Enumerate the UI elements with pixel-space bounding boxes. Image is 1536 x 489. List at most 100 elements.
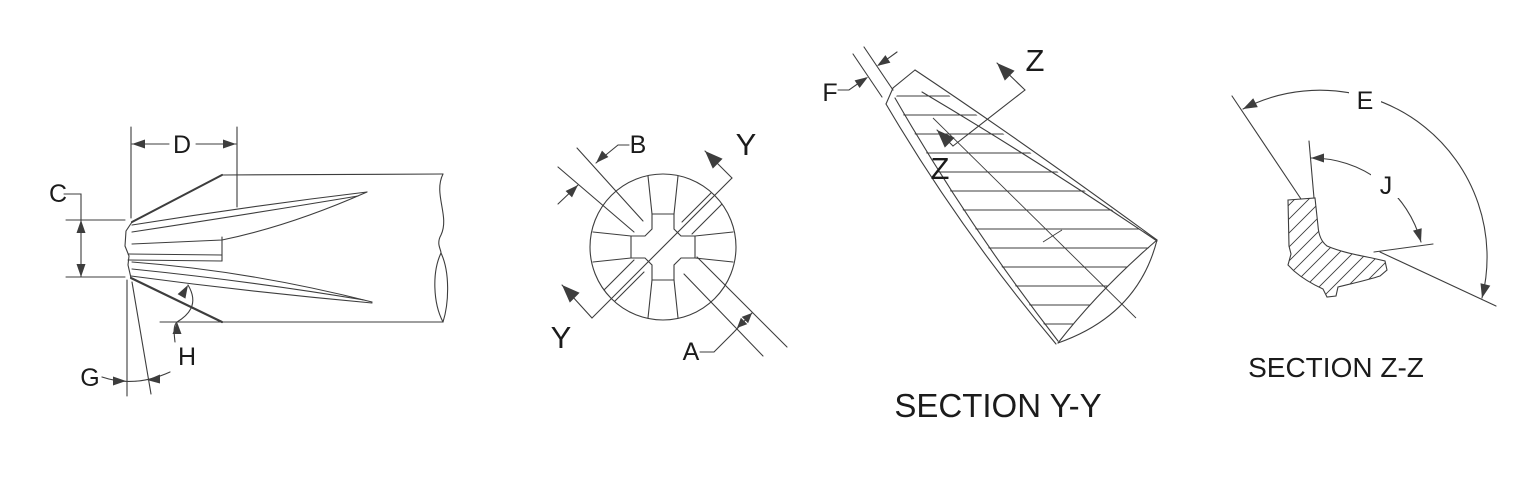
c-leader bbox=[63, 193, 82, 221]
dimension-j: J bbox=[1308, 140, 1434, 253]
h-arrowhead-upper bbox=[177, 285, 188, 299]
c-arrowhead-top bbox=[76, 220, 86, 233]
tip-face bbox=[124, 221, 133, 279]
dimension-a: A bbox=[683, 312, 753, 366]
dimension-e: E bbox=[1231, 86, 1497, 307]
top-wing-inner-line bbox=[131, 195, 359, 233]
slot-walls bbox=[592, 175, 734, 319]
section-yy-title: SECTION Y-Y bbox=[894, 387, 1101, 424]
y-arrowhead-top bbox=[705, 151, 723, 169]
section-zz-view: E J SECTION Z-Z bbox=[1231, 86, 1497, 383]
yy-outline bbox=[885, 69, 1158, 345]
f-arrowhead-sw bbox=[854, 77, 868, 88]
yy-tip-face bbox=[885, 69, 916, 105]
end-view-circle bbox=[589, 173, 737, 321]
dimension-g: G bbox=[80, 279, 171, 397]
bottom-wing-upper-edge bbox=[131, 261, 373, 303]
e-arrowhead-upper bbox=[1243, 98, 1258, 109]
j-arrowhead-lower bbox=[1413, 228, 1422, 242]
dim-label-f: F bbox=[822, 79, 837, 107]
z-arrowhead-top bbox=[997, 63, 1015, 81]
g-arrowhead-left bbox=[113, 376, 126, 386]
side-view: D C H G bbox=[49, 126, 449, 397]
f-arrowhead-ne bbox=[877, 55, 891, 66]
a-leader bbox=[699, 332, 734, 353]
end-view: Y Y B A bbox=[551, 127, 788, 366]
f-arrow-tail-ne bbox=[878, 51, 898, 66]
section-line-y-y: Y Y bbox=[551, 127, 757, 355]
e-angle-arc bbox=[1242, 89, 1488, 299]
bottom-chamfer-edge bbox=[129, 276, 224, 324]
section-marker-z-top: Z bbox=[1026, 43, 1045, 78]
top-chamfer-edge bbox=[130, 173, 224, 224]
center-web-line-1 bbox=[127, 253, 223, 256]
yy-edge-band-inner bbox=[894, 97, 1059, 342]
section-marker-y-bottom: Y bbox=[551, 320, 572, 355]
j-reference-line-lower bbox=[1373, 243, 1434, 253]
yy-center-tick bbox=[1042, 229, 1063, 243]
bottom-wing-lower-edge bbox=[130, 275, 373, 304]
g-reference-taper-line bbox=[131, 281, 152, 395]
yy-end-inner-arc bbox=[1057, 239, 1158, 344]
top-wing-upper-edge bbox=[131, 191, 368, 226]
z-arrowhead-bottom bbox=[937, 130, 955, 148]
a-arrowhead-ne bbox=[741, 313, 752, 324]
shaft-top-line bbox=[221, 173, 444, 176]
section-marker-y-top: Y bbox=[736, 127, 757, 162]
e-reference-line-lower bbox=[1379, 251, 1497, 307]
section-yy-view: Z Z F SECTION Y-Y bbox=[822, 43, 1158, 424]
yy-end-outer-arc bbox=[1057, 239, 1158, 344]
wing-lines-ne bbox=[681, 192, 723, 235]
dim-label-h: H bbox=[178, 343, 196, 371]
f-extension-line-sw bbox=[852, 53, 883, 98]
shaft-break-lens-right bbox=[440, 252, 449, 323]
y-arrowhead-bottom bbox=[562, 285, 580, 303]
g-angle-arc bbox=[101, 371, 171, 382]
dimension-b: B bbox=[557, 131, 647, 205]
b-arrow-tail bbox=[557, 184, 579, 205]
section-marker-z-bottom: Z bbox=[931, 151, 950, 186]
dimension-d: D bbox=[130, 126, 238, 219]
d-arrowhead-right bbox=[223, 139, 236, 149]
j-reference-line-vertical bbox=[1308, 140, 1315, 199]
f-leader bbox=[837, 77, 867, 91]
center-web-line-2 bbox=[127, 259, 223, 262]
dim-label-c: C bbox=[49, 180, 67, 208]
j-label-mask bbox=[1371, 170, 1401, 198]
wing-lines-se-extended bbox=[683, 256, 788, 357]
wing-lines-nw-extended bbox=[557, 147, 644, 233]
e-arrowhead-lower bbox=[1480, 283, 1491, 298]
side-view-outline bbox=[124, 173, 449, 324]
dim-label-d: D bbox=[173, 131, 191, 159]
yy-ridge-edge bbox=[914, 69, 1158, 241]
section-zz-title: SECTION Z-Z bbox=[1248, 352, 1424, 383]
b-arrowhead-ne bbox=[596, 150, 609, 163]
h-arrowhead-lower bbox=[172, 322, 182, 334]
yy-centerline bbox=[932, 117, 1137, 319]
dim-label-e: E bbox=[1357, 87, 1374, 115]
dimension-h: H bbox=[172, 284, 196, 371]
shaft-break-curve bbox=[438, 173, 445, 254]
a-arrowhead-sw bbox=[737, 317, 748, 328]
yy-edge-band-outer bbox=[885, 103, 1057, 345]
top-wing-lower-edge bbox=[131, 191, 368, 245]
wing-lines-sw bbox=[603, 259, 645, 302]
c-arrowhead-bottom bbox=[76, 264, 86, 277]
g-arrowhead-right bbox=[147, 374, 160, 384]
j-arrowhead-left bbox=[1311, 153, 1324, 163]
f-extension-line-ne bbox=[863, 46, 894, 91]
dimension-c: C bbox=[49, 180, 126, 278]
dim-label-j: J bbox=[1380, 172, 1393, 200]
z-cutting-line bbox=[952, 89, 1026, 147]
section-line-z-z: Z Z bbox=[931, 43, 1045, 186]
e-label-mask bbox=[1349, 86, 1381, 114]
bottom-wing-inner-line bbox=[131, 268, 365, 301]
shaft-break-lens-left bbox=[434, 252, 444, 323]
dimension-f: F bbox=[822, 46, 898, 107]
dim-label-b: B bbox=[630, 131, 647, 159]
dim-label-g: G bbox=[80, 364, 99, 392]
yy-facet-line bbox=[921, 91, 1158, 242]
y-cutting-line bbox=[591, 177, 733, 319]
